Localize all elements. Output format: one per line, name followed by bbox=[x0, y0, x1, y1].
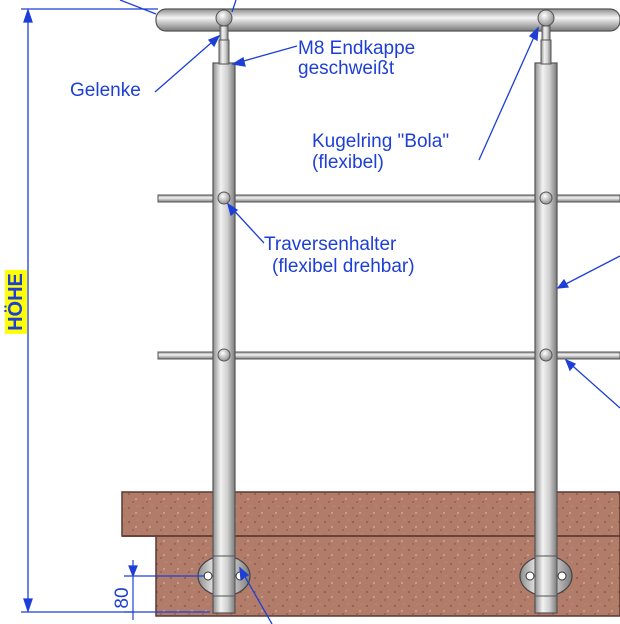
post-right bbox=[534, 9, 558, 614]
label-kugelring-line2: (flexibel) bbox=[312, 152, 384, 173]
label-traversenhalter-line1: Traversenhalter bbox=[264, 234, 397, 255]
post-left bbox=[212, 9, 236, 614]
label-80: 80 bbox=[112, 587, 133, 609]
crossbar-lower bbox=[157, 351, 620, 360]
height-dimension bbox=[21, 7, 210, 614]
crossbar-upper bbox=[157, 194, 620, 203]
label-hoehe-container: HÖHE bbox=[3, 262, 29, 342]
label-hoehe: HÖHE bbox=[5, 270, 27, 334]
label-traversenhalter-line2: (flexibel drehbar) bbox=[272, 256, 415, 277]
base-plate-right bbox=[519, 555, 573, 597]
handrail bbox=[155, 8, 620, 32]
label-gelenke: Gelenke bbox=[70, 80, 141, 101]
label-kugelring-line1: Kugelring "Bola" bbox=[312, 131, 450, 152]
label-endkappe-line1: M8 Endkappe bbox=[298, 38, 416, 59]
leader-lines bbox=[119, 0, 620, 624]
label-80-container: 80 bbox=[110, 582, 136, 614]
label-endkappe-line2: geschweißt bbox=[298, 58, 395, 79]
dimension-80 bbox=[124, 560, 205, 620]
